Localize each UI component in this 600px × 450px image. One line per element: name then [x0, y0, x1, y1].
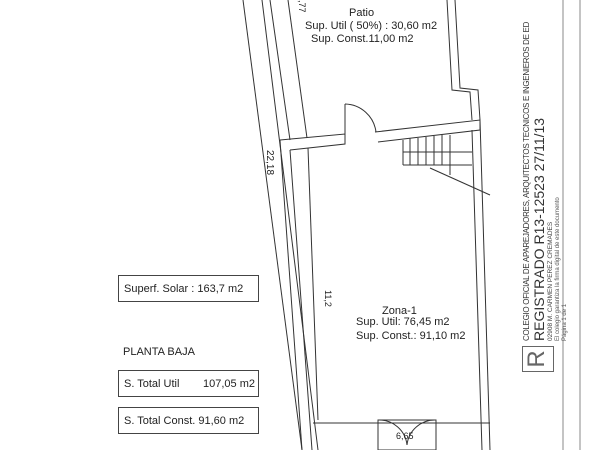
patio-title: Patio	[349, 7, 375, 19]
planta-title: PLANTA BAJA	[123, 346, 195, 358]
total-util-label: S. Total Util	[124, 377, 180, 390]
solar-box: Superf. Solar : 163,7 m2	[118, 275, 259, 302]
stamp-line5: Página 1 de 1	[562, 303, 568, 341]
total-const-box: S. Total Const. 91,60 m2	[118, 407, 259, 434]
zona-title: Zona-1	[382, 305, 417, 317]
stamp-line4: El colegio garantiza la firma digital de…	[555, 197, 561, 341]
zona-sup-const: Sup. Const.: 91,10 m2	[356, 330, 466, 342]
total-util-box: S. Total Util 107,05 m2	[118, 370, 259, 397]
dim-inner: 11,2	[323, 290, 333, 307]
college-logo: R	[522, 346, 554, 372]
stairs	[402, 135, 491, 196]
patio-sup-util: Sup. Util ( 50%) : 30,60 m2	[305, 20, 438, 32]
stamp-line2: REGISTRADO R13-12523 27/11/13	[531, 117, 547, 341]
patio-sup-const: Sup. Const.11,00 m2	[311, 33, 414, 45]
dim-top: ,77	[297, 0, 307, 13]
dim-bottom: 6,65	[396, 431, 414, 441]
zona-sup-util: Sup. Util: 76,45 m2	[356, 316, 450, 328]
total-util-value: 107,05 m2	[203, 377, 255, 390]
dim-left: 22,18	[264, 150, 275, 176]
registration-stamp: R COLEGIO OFICIAL DE APAREJADORES, ARQUI…	[522, 22, 569, 372]
stamp-line3: 02908 M. CARMEN PEREZ CREMADES	[547, 221, 554, 341]
